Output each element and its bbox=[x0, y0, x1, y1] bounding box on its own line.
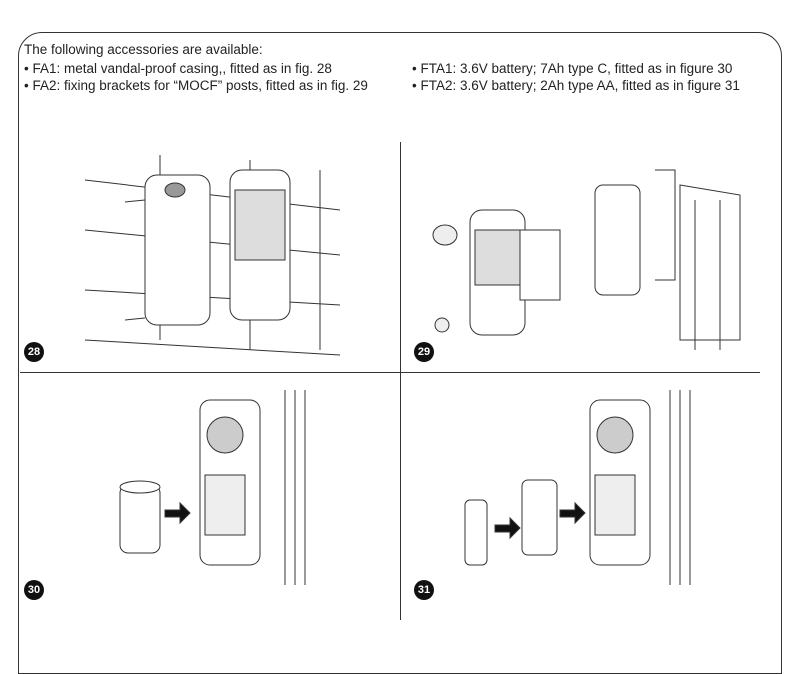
list-item: FA2: fixing brackets for “MOCF” posts, f… bbox=[24, 77, 367, 94]
figure-30-illustration bbox=[119, 390, 306, 585]
figure-28-badge: 28 bbox=[24, 342, 44, 362]
list-item: FTA2: 3.6V battery; 2Ah type AA, fitted … bbox=[412, 77, 739, 94]
intro-text: The following accessories are available: bbox=[24, 42, 263, 57]
figure-31-badge: 31 bbox=[414, 580, 434, 600]
figure-29-badge: 29 bbox=[414, 342, 434, 362]
list-item: FA1: metal vandal-proof casing,, fitted … bbox=[24, 60, 368, 77]
list-item: FTA1: 3.6V battery; 7Ah type C, fitted a… bbox=[412, 60, 740, 77]
figure-28-illustration bbox=[84, 155, 341, 356]
divider-vertical bbox=[400, 142, 401, 620]
accessory-list-left: FA1: metal vandal-proof casing,, fitted … bbox=[24, 60, 368, 94]
figure-31-illustration bbox=[464, 390, 691, 585]
figure-29-illustration bbox=[432, 169, 741, 350]
divider-horizontal bbox=[20, 372, 760, 373]
accessory-list-right: FTA1: 3.6V battery; 7Ah type C, fitted a… bbox=[412, 60, 740, 94]
figure-30-badge: 30 bbox=[24, 580, 44, 600]
